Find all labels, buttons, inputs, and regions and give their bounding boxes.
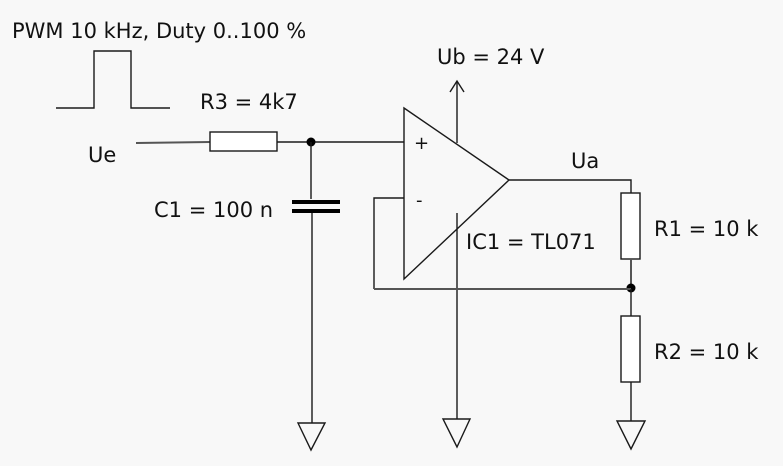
input-wire <box>135 141 211 144</box>
ground-icon-r2 <box>615 420 647 451</box>
ground-icon-opamp <box>441 418 472 449</box>
output-label-ua: Ua <box>571 149 599 173</box>
supply-label-ub: Ub = 24 V <box>437 45 545 69</box>
resistor-r2 <box>620 315 641 383</box>
r2-label: R2 = 10 k <box>654 340 759 364</box>
r3-label: R3 = 4k7 <box>200 90 298 114</box>
opamp-plus-sign: + <box>414 133 429 154</box>
input-label-ue: Ue <box>88 143 116 167</box>
ground-icon-c1 <box>296 422 327 452</box>
c1-label: C1 = 100 n <box>154 198 273 222</box>
pwm-pulse-symbol <box>56 50 170 109</box>
resistor-r3 <box>209 131 278 152</box>
pwm-title: PWM 10 kHz, Duty 0..100 % <box>12 19 306 43</box>
ic1-label: IC1 = TL071 <box>466 230 596 254</box>
resistor-r1 <box>620 192 641 260</box>
feedback-wire-vertical <box>373 197 404 289</box>
supply-arrow-icon <box>449 79 465 93</box>
r1-label: R1 = 10 k <box>654 217 759 241</box>
output-wire <box>509 179 632 193</box>
opamp-minus-sign: - <box>416 190 423 211</box>
